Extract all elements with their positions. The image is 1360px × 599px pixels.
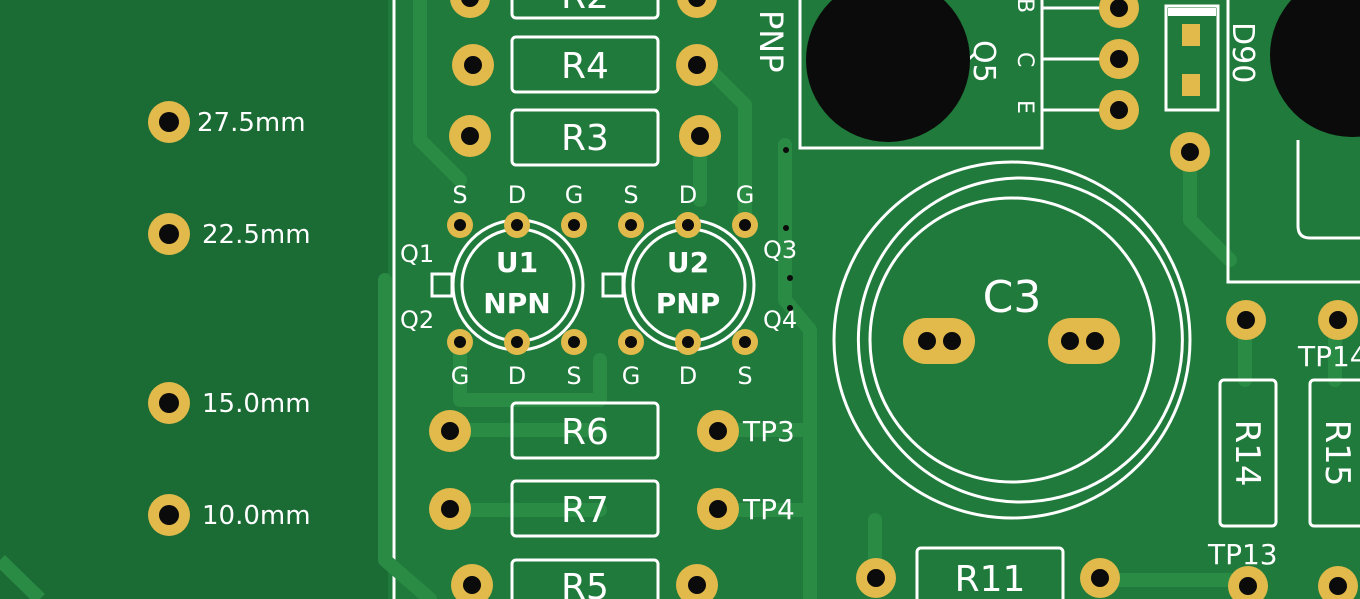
pin-label: S: [737, 362, 752, 390]
component-type: PNP: [656, 287, 720, 320]
component-ref: Q5: [966, 40, 1001, 83]
pin-label: D: [679, 362, 697, 390]
resistor-r6: R6: [429, 401, 739, 460]
resistor-label: R11: [955, 559, 1026, 599]
transistor-u1: S D G U1 NPN G D S Q1 Q2: [400, 181, 587, 390]
resistor-r2: R2: [450, 0, 717, 20]
pin-label: D: [508, 181, 526, 209]
pad-hole: [1329, 577, 1347, 595]
resistor-label: R14: [1227, 420, 1267, 487]
resistor-label: R15: [1317, 420, 1357, 487]
pin-label: E: [1012, 100, 1037, 114]
dimension-label: 10.0mm: [202, 501, 311, 531]
dimension-label: 27.5mm: [197, 108, 306, 138]
resistor-label: R4: [561, 46, 609, 87]
test-point-label: TP14: [1297, 340, 1360, 373]
test-point-label: TP13: [1207, 538, 1278, 571]
q-label: Q4: [763, 306, 797, 334]
component-type: NPN: [483, 287, 550, 320]
pin-label: B: [1012, 0, 1037, 13]
test-point-label: TP4: [742, 493, 795, 526]
resistor-label: R5: [561, 567, 609, 599]
component-ref: U1: [496, 246, 538, 279]
pin-label: G: [565, 181, 584, 209]
copper-traces: [378, 0, 1342, 599]
pin-label: G: [736, 181, 755, 209]
q-label: Q2: [400, 306, 434, 334]
component-ref: U2: [667, 246, 709, 279]
resistor-label: R3: [561, 118, 609, 159]
pin-label: G: [451, 362, 470, 390]
pin-label: C: [1012, 52, 1037, 67]
vias: [783, 147, 793, 311]
resistor-r14: R14: [1218, 378, 1278, 528]
pin-label: S: [623, 181, 638, 209]
resistor-label: R7: [561, 490, 609, 531]
resistor-label: R2: [561, 0, 609, 17]
resistor-r11: R11: [856, 546, 1120, 599]
dimension-marker-1: 27.5mm: [148, 101, 306, 143]
component-type: PNP: [752, 10, 790, 73]
test-point-label: TP3: [742, 415, 795, 448]
q-label: Q3: [763, 236, 797, 264]
component-ref: C3: [983, 272, 1042, 323]
pin-label: D: [679, 181, 697, 209]
pin-label: S: [452, 181, 467, 209]
dimension-marker-3: 15.0mm: [148, 382, 311, 424]
transistor-q5: PNP Q5 B C E: [752, 0, 1139, 150]
resistor-r4: R4: [452, 35, 718, 94]
dimension-marker-4: 10.0mm: [148, 494, 311, 536]
resistor-r15: R15: [1308, 378, 1360, 528]
pin-label: S: [566, 362, 581, 390]
pin-label: D: [508, 362, 526, 390]
q-label: Q1: [400, 240, 434, 268]
resistor-r3: R3: [449, 108, 721, 167]
pad-hole: [1239, 577, 1257, 595]
test-point-tp14-area: TP14: [1226, 300, 1360, 373]
right-component-outline: [1226, 0, 1360, 284]
resistor-r5: R5: [451, 558, 718, 599]
dimension-label: 15.0mm: [202, 389, 311, 419]
diode-d90: D90: [1164, 4, 1260, 172]
corner-trace: [0, 554, 45, 599]
transistor-u2: S D G U2 PNP G D S Q3 Q4: [601, 181, 797, 390]
resistor-r7: R7: [429, 479, 739, 538]
capacitor-c3: C3: [832, 160, 1192, 520]
component-ref: D90: [1225, 22, 1260, 83]
resistor-label: R6: [561, 412, 609, 453]
pin-label: G: [622, 362, 641, 390]
dimension-marker-2: 22.5mm: [148, 213, 311, 255]
dimension-label: 22.5mm: [202, 220, 311, 250]
